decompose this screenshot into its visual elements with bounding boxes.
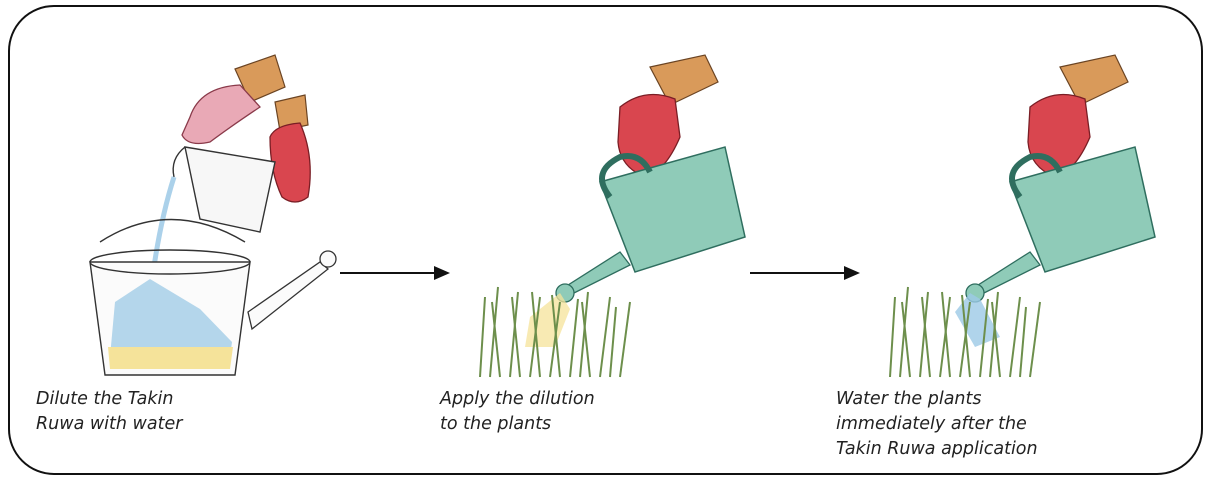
dilute-drawing: [70, 47, 370, 387]
step-2-caption: Apply the dilution to the plants: [440, 387, 595, 437]
apply-drawing: [470, 47, 770, 387]
step-water-illustration: [880, 47, 1180, 387]
arrow-2: [750, 263, 860, 283]
can-spout: [975, 252, 1040, 295]
step-dilute-illustration: [70, 47, 370, 387]
red-glove-2: [270, 123, 310, 202]
step-apply-illustration: [470, 47, 770, 387]
can-spout: [248, 262, 328, 329]
step-3-caption: Water the plants immediately after the T…: [836, 387, 1038, 462]
step-1-caption: Dilute the Takin Ruwa with water: [36, 387, 182, 437]
pouring-jug: [185, 147, 275, 232]
solution-spray: [525, 293, 570, 347]
diagram-frame: Dilute the Takin Ruwa with water: [8, 5, 1203, 475]
water-drawing: [880, 47, 1180, 387]
arrow-1: [340, 263, 450, 283]
pink-glove-1: [182, 85, 260, 143]
can-spout: [565, 252, 630, 295]
solution-fill: [108, 347, 233, 369]
